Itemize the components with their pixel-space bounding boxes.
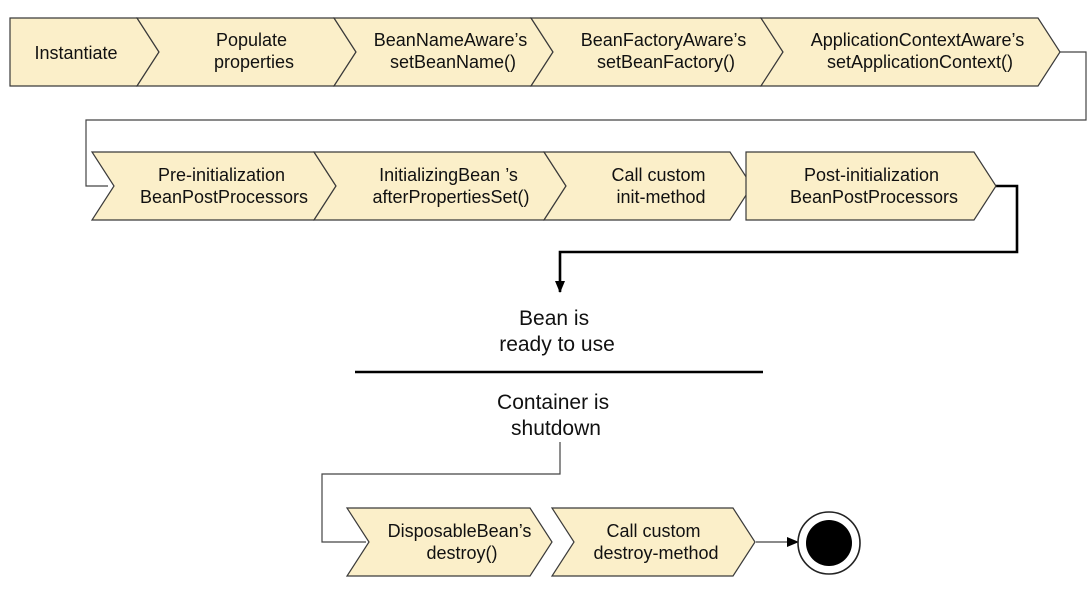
step-call-custom-init-method: Call custom init-method (542, 151, 753, 221)
svg-text:BeanNameAware’s setBea: BeanNameAware’s setBeanName() (374, 30, 532, 72)
row-1-steps: Instantiate Populate properties BeanName… (9, 17, 1061, 87)
connector-row2-to-ready (555, 184, 1019, 293)
step-populate-properties: Populate properties (135, 17, 357, 87)
svg-text:Populate properties: Populate properties (214, 30, 294, 72)
step-label-line-2: destroy-method (593, 543, 718, 563)
row-3-steps: DisposableBean’s destroy() Call custom d… (345, 507, 756, 577)
connector-row1-to-row2 (85, 51, 1087, 187)
svg-text:BeanFactoryAware’s set: BeanFactoryAware’s setBeanFactory() (581, 30, 751, 72)
state-label-line-2: ready to use (499, 333, 615, 356)
step-label-line-1: Pre-initialization (158, 165, 285, 185)
svg-text:ApplicationContextAware’s: ApplicationContextAware’s setApplication… (811, 30, 1029, 72)
state-label-line-1: Bean is (519, 307, 589, 330)
step-label-line-2: BeanPostProcessors (140, 187, 308, 207)
step-label-line-2: setBeanFactory() (597, 52, 735, 72)
step-label-line-2: properties (214, 52, 294, 72)
step-bean-factory-aware: BeanFactoryAware’s setBeanFactory() (529, 17, 784, 87)
step-label-line-1: Populate (216, 30, 287, 50)
step-label-line-1: BeanNameAware’s (374, 30, 527, 50)
state-container-shutdown: Container is shutdown (497, 391, 615, 440)
step-label-line-1: BeanFactoryAware’s (581, 30, 746, 50)
step-call-custom-destroy-method: Call custom destroy-method (550, 507, 756, 577)
step-label-line-1: Post-initialization (804, 165, 939, 185)
connector-shutdown-to-row3 (321, 442, 561, 543)
step-label-line-1: Call custom (606, 521, 700, 541)
step-label-line-1: InitializingBean ’s (379, 165, 518, 185)
step-label-line-1: Call custom (611, 165, 705, 185)
svg-text:Post-initialization Be: Post-initialization BeanPostProcessors (790, 165, 958, 207)
svg-text:Pre-initialization Bea: Pre-initialization BeanPostProcessors (140, 165, 308, 207)
connectors (85, 51, 1087, 547)
step-instantiate: Instantiate (9, 17, 160, 87)
step-post-initialization: Post-initialization BeanPostProcessors (745, 151, 997, 221)
svg-text:DisposableBean’s destr: DisposableBean’s destroy() (388, 521, 537, 563)
svg-text:InitializingBean ’s a: InitializingBean ’s afterPropertiesSet() (372, 165, 529, 207)
svg-text:Instantiate: Instantiate (34, 43, 117, 63)
svg-text:Container is shutdown: Container is shutdown (497, 391, 615, 440)
row-2-steps: Pre-initialization BeanPostProcessors In… (90, 151, 997, 221)
step-label-line-2: destroy() (426, 543, 497, 563)
step-application-context-aware: ApplicationContextAware’s setApplication… (759, 17, 1061, 87)
step-label: Instantiate (34, 43, 117, 63)
step-label-line-2: setApplicationContext() (827, 52, 1013, 72)
state-label-line-2: shutdown (511, 417, 601, 440)
step-label-line-2: afterPropertiesSet() (372, 187, 529, 207)
step-disposable-bean: DisposableBean’s destroy() (345, 507, 553, 577)
step-pre-initialization: Pre-initialization BeanPostProcessors (90, 151, 337, 221)
step-label-line-2: setBeanName() (390, 52, 516, 72)
step-label-line-1: ApplicationContextAware’s (811, 30, 1024, 50)
step-initializing-bean: InitializingBean ’s afterPropertiesSet() (312, 151, 567, 221)
step-label-line-2: BeanPostProcessors (790, 187, 958, 207)
state-label-line-1: Container is (497, 391, 609, 414)
svg-text:Call custom init-metho: Call custom init-method (611, 165, 710, 207)
step-bean-name-aware: BeanNameAware’s setBeanName() (332, 17, 554, 87)
svg-text:Call custom destroy-me: Call custom destroy-method (593, 521, 718, 563)
step-label-line-2: init-method (616, 187, 705, 207)
final-state-icon (797, 511, 861, 575)
step-label-line-1: DisposableBean’s (388, 521, 532, 541)
state-bean-ready: Bean is ready to use (499, 307, 615, 356)
svg-text:Bean is ready to use: Bean is ready to use (499, 307, 615, 356)
